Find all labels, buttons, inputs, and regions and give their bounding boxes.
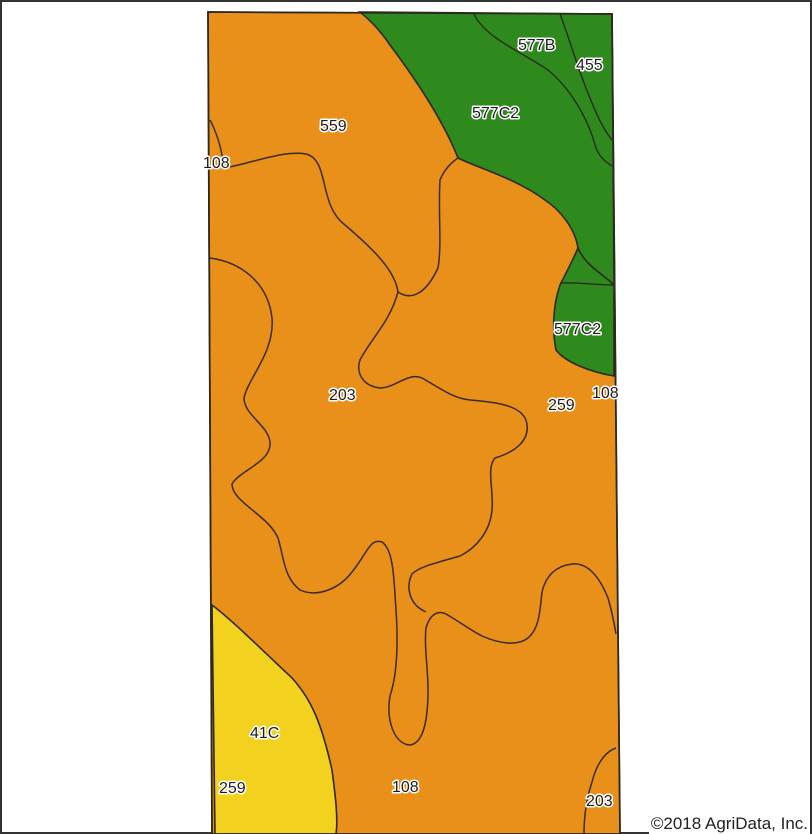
label-577c2-top: 577C2 xyxy=(472,105,519,122)
field-boundary xyxy=(207,11,621,834)
label-108-bottom: 108 xyxy=(392,779,419,796)
field-yellow-zone xyxy=(211,603,338,834)
label-577c2-right: 577C2 xyxy=(554,321,601,338)
label-41c: 41C xyxy=(250,725,279,742)
boundary-line-green-2 xyxy=(559,13,613,141)
label-203-bottom: 203 xyxy=(586,793,613,810)
boundary-line-559 xyxy=(209,119,459,297)
label-108-left: 108 xyxy=(203,155,230,172)
copyright-notice: ©2018 AgriData, Inc. xyxy=(648,814,810,834)
label-559: 559 xyxy=(320,118,347,135)
label-108-right: 108 xyxy=(592,385,619,402)
label-259-bottom: 259 xyxy=(219,780,246,797)
label-577b: 577B xyxy=(518,37,555,54)
boundary-line-green-1 xyxy=(473,13,613,167)
label-203-mid: 203 xyxy=(329,387,356,404)
label-259-mid: 259 xyxy=(548,397,575,414)
boundary-line-203-bottom xyxy=(583,747,617,834)
boundary-line-green-3 xyxy=(559,282,615,286)
boundary-line-203 xyxy=(209,257,617,746)
label-455: 455 xyxy=(576,57,603,74)
field-green-zone-right xyxy=(552,245,615,377)
boundary-line-259 xyxy=(358,291,528,613)
